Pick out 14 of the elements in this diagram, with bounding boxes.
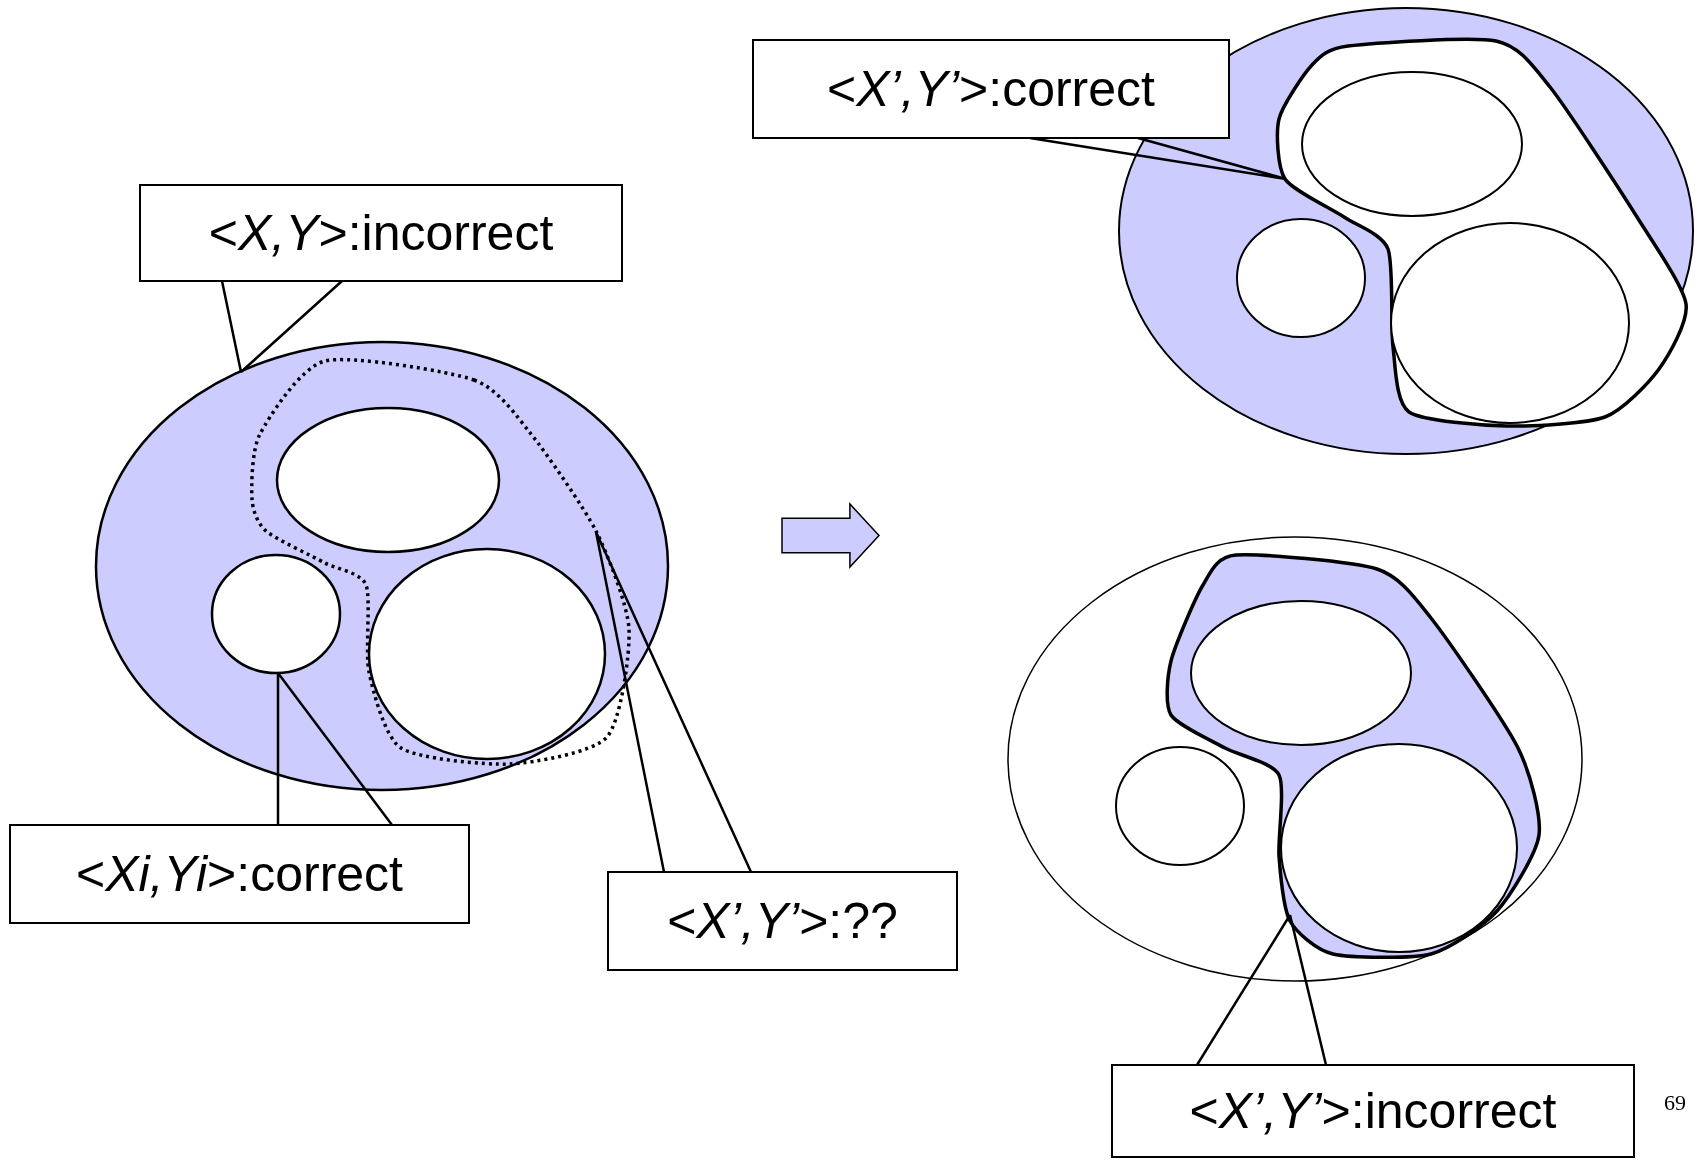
callout-box [9, 824, 470, 924]
callout-box [752, 39, 1230, 139]
callout-box [607, 871, 958, 971]
callout-text: <X’,Y’>:incorrect [1189, 1082, 1557, 1140]
leader-line [1195, 913, 1328, 1067]
callout-box [139, 184, 623, 282]
page-number: 69 [1664, 1090, 1686, 1116]
callout-text: <X’,Y’>:?? [667, 892, 898, 950]
callout-text: <X’,Y’>:correct [827, 60, 1155, 118]
leader-line [276, 671, 394, 827]
callout-box [1111, 1064, 1635, 1158]
callout-text: <X,Y>:incorrect [208, 204, 554, 262]
callout-text: <Xi,Yi>:correct [76, 845, 403, 903]
leader-line [594, 530, 753, 874]
